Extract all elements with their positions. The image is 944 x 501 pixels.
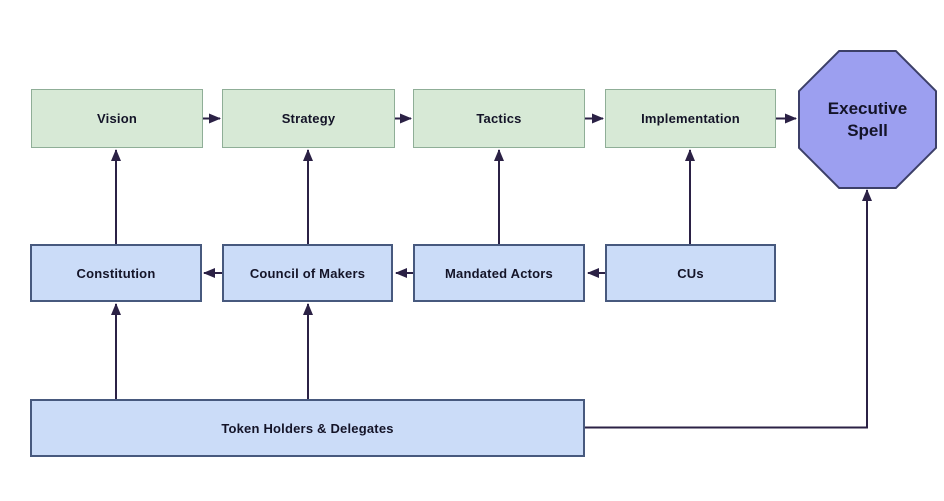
- node-tactics-label: Tactics: [476, 111, 522, 126]
- octagon-fill-shape: Executive Spell: [800, 52, 935, 187]
- arrow-tokenholders-to-executive-spell: [585, 189, 872, 429]
- node-council-of-makers: Council of Makers: [222, 244, 393, 302]
- node-token-holders: Token Holders & Delegates: [30, 399, 585, 457]
- node-implementation: Implementation: [605, 89, 776, 148]
- node-strategy-label: Strategy: [281, 111, 336, 126]
- node-vision: Vision: [31, 89, 203, 148]
- node-mandated-actors: Mandated Actors: [413, 244, 585, 302]
- node-tactics: Tactics: [413, 89, 585, 148]
- node-constitution-label: Constitution: [76, 265, 156, 281]
- node-cus: CUs: [605, 244, 776, 302]
- node-cus-label: CUs: [677, 265, 704, 281]
- node-executive-spell: Executive Spell: [798, 50, 937, 189]
- node-strategy: Strategy: [222, 89, 395, 148]
- node-implementation-label: Implementation: [641, 111, 740, 126]
- node-council-of-makers-label: Council of Makers: [249, 265, 366, 281]
- node-executive-spell-label: Executive Spell: [827, 99, 908, 140]
- node-vision-label: Vision: [97, 111, 137, 126]
- node-token-holders-label: Token Holders & Delegates: [221, 420, 394, 436]
- node-mandated-actors-label: Mandated Actors: [445, 265, 553, 281]
- node-constitution: Constitution: [30, 244, 202, 302]
